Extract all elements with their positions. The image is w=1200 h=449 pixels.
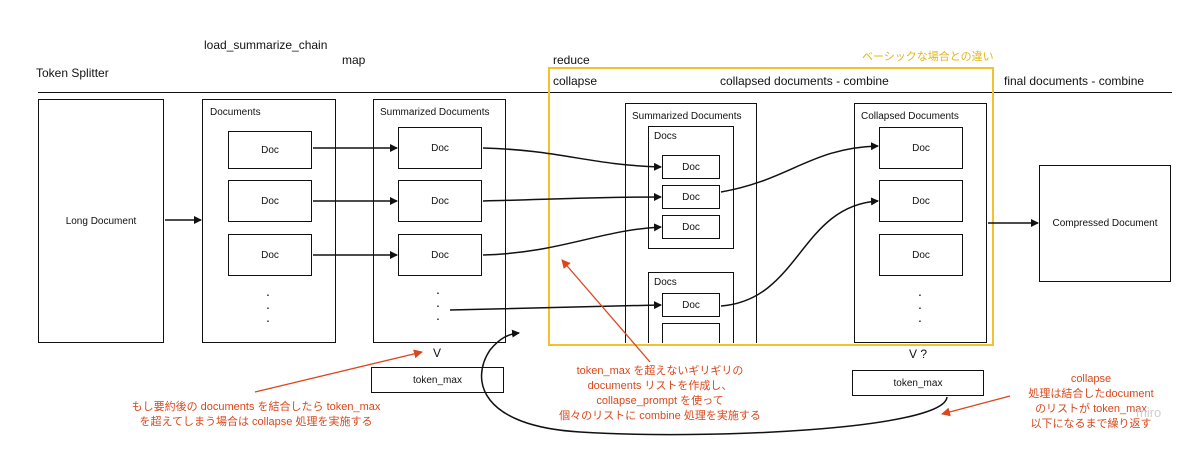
collapsed-combine-label: collapsed documents - combine xyxy=(720,74,889,88)
doc-node: Doc xyxy=(398,127,482,169)
doc-node-partial xyxy=(662,323,720,343)
v-marker: V xyxy=(433,346,442,360)
annotation-arrow-mid xyxy=(561,259,651,363)
highlight-frame xyxy=(548,67,994,346)
summarized-documents-group-title: Summarized Documents xyxy=(632,111,742,122)
summarized-documents-title: Summarized Documents xyxy=(380,107,490,118)
token-max-box: token_max xyxy=(852,370,984,396)
arrow-sum3-docs xyxy=(482,223,662,256)
reduce-label: reduce xyxy=(553,53,590,67)
annotation-arrow-right xyxy=(941,395,1011,417)
docs-group-title: Docs xyxy=(654,131,677,142)
basic-diff-label: ベーシックな場合との違い xyxy=(862,51,994,63)
annotation-middle: token_max を超えないギリギリの documents リストを作成し、 … xyxy=(559,365,761,422)
doc-node: Doc xyxy=(879,127,963,169)
doc-node: Doc xyxy=(398,234,482,276)
ellipsis-dots: ... xyxy=(918,283,922,325)
long-document-label: Long Document xyxy=(65,215,137,227)
collapse-label: collapse xyxy=(553,74,598,88)
long-document-box: Long Document xyxy=(38,99,164,343)
doc-node: Doc xyxy=(662,215,720,239)
arrow-dots-docs xyxy=(449,301,662,311)
doc-node: Doc xyxy=(879,234,963,276)
map-label: map xyxy=(342,53,366,67)
token-splitter-label: Token Splitter xyxy=(36,66,109,80)
token-max-label: token_max xyxy=(893,377,943,389)
doc-node: Doc xyxy=(879,180,963,222)
arrow-docs1-collapsed xyxy=(720,142,879,193)
doc-node: Doc xyxy=(228,131,312,169)
doc-node: Doc xyxy=(228,180,312,222)
miro-watermark: miro xyxy=(1136,405,1162,420)
annotation-right: collapse 処理は結合したdocument のリストが token_max… xyxy=(1028,373,1154,430)
loop-arrow xyxy=(480,329,948,436)
ellipsis-dots: ... xyxy=(436,281,440,323)
arrow-docs2-collapsed xyxy=(720,197,879,307)
doc-node: Doc xyxy=(662,293,720,317)
final-combine-label: final documents - combine xyxy=(1004,74,1145,88)
documents-title: Documents xyxy=(210,107,261,118)
ellipsis-dots: ... xyxy=(266,283,270,325)
token-max-label: token_max xyxy=(413,374,462,386)
load-summarize-chain-label: load_summarize_chain xyxy=(204,38,328,52)
arrow-sum1-docs xyxy=(482,147,662,171)
collapsed-documents-title: Collapsed Documents xyxy=(861,111,959,122)
doc-node: Doc xyxy=(398,180,482,222)
compressed-document-label: Compressed Document xyxy=(1052,218,1158,229)
v-question-marker: V ? xyxy=(909,347,928,361)
annotation-left: もし要約後の documents を結合したら token_max を超えてしま… xyxy=(131,401,381,428)
compressed-document-box: Compressed Document xyxy=(1039,165,1171,282)
docs-group-title: Docs xyxy=(654,277,677,288)
annotation-arrow-left xyxy=(254,349,423,393)
timeline-line xyxy=(38,92,1172,93)
arrow-sum2-docs xyxy=(482,193,662,202)
doc-node: Doc xyxy=(228,234,312,276)
doc-node: Doc xyxy=(662,185,720,209)
doc-node: Doc xyxy=(662,155,720,179)
